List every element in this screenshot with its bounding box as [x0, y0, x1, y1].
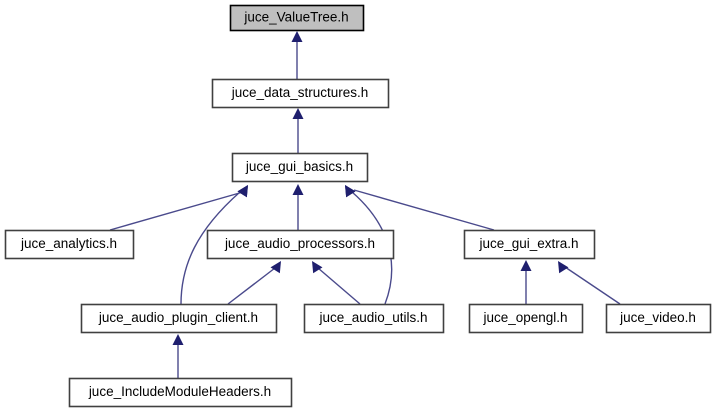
node-label: juce_analytics.h: [20, 236, 117, 251]
node-box[interactable]: [206, 229, 395, 260]
arrowhead-icon: [292, 108, 304, 119]
edge-line: [353, 189, 495, 231]
edge-gui_extra-to-gui_basics: [345, 185, 495, 231]
arrowhead-icon: [558, 261, 569, 274]
edge-audio_plugin_client-to-gui_basics: [180, 185, 248, 305]
node-box[interactable]: [4, 229, 135, 260]
edges-layer: [109, 31, 621, 378]
edge-line: [180, 191, 241, 305]
node-label: juce_ValueTree.h: [243, 10, 348, 25]
arrowhead-icon: [237, 185, 248, 198]
node-label: juce_gui_basics.h: [245, 159, 353, 174]
node-opengl[interactable]: juce_opengl.h: [468, 303, 584, 334]
node-value_tree[interactable]: juce_ValueTree.h: [229, 4, 365, 32]
node-box[interactable]: [68, 377, 293, 408]
node-label: juce_video.h: [619, 310, 696, 325]
edge-line: [564, 266, 621, 305]
nodes-layer: juce_ValueTree.h juce_data_structures.hju…: [4, 4, 712, 408]
node-label: juce_audio_plugin_client.h: [98, 310, 258, 325]
arrowhead-icon: [520, 260, 532, 271]
node-include_module_headers[interactable]: juce_IncludeModuleHeaders.h: [68, 377, 293, 408]
edge-line: [317, 267, 361, 305]
node-label: juce_audio_utils.h: [318, 310, 427, 325]
node-video[interactable]: juce_video.h: [605, 303, 712, 334]
node-gui_extra[interactable]: juce_gui_extra.h: [463, 229, 596, 260]
edge-audio_plugin_client-to-audio_processors: [227, 261, 281, 305]
node-label: juce_gui_extra.h: [478, 236, 578, 251]
node-label: juce_audio_processors.h: [224, 236, 375, 251]
node-label: juce_IncludeModuleHeaders.h: [88, 384, 271, 399]
node-box[interactable]: [229, 4, 365, 32]
edge-data_structures-to-value_tree: [291, 31, 303, 79]
node-label: juce_opengl.h: [482, 310, 567, 325]
edge-audio_utils-to-audio_processors: [312, 261, 361, 305]
edge-line: [227, 267, 276, 305]
node-box[interactable]: [303, 303, 445, 334]
node-data_structures[interactable]: juce_data_structures.h: [211, 78, 390, 109]
edge-video-to-gui_extra: [558, 261, 621, 305]
node-box[interactable]: [468, 303, 584, 334]
node-audio_plugin_client[interactable]: juce_audio_plugin_client.h: [80, 303, 278, 334]
node-label: juce_data_structures.h: [231, 85, 369, 100]
arrowhead-icon: [292, 184, 304, 195]
arrowhead-icon: [312, 261, 323, 274]
node-gui_basics[interactable]: juce_gui_basics.h: [231, 152, 369, 183]
edge-analytics-to-gui_basics: [109, 185, 248, 231]
node-analytics[interactable]: juce_analytics.h: [4, 229, 135, 260]
node-box[interactable]: [605, 303, 712, 334]
edge-include_module_headers-to-audio_plugin_client: [172, 334, 184, 378]
arrowhead-icon: [345, 185, 356, 198]
node-audio_processors[interactable]: juce_audio_processors.h: [206, 229, 395, 260]
arrowhead-icon: [270, 261, 281, 274]
node-box[interactable]: [211, 78, 390, 109]
edge-gui_basics-to-data_structures: [292, 108, 304, 153]
edge-audio_processors-to-gui_basics: [292, 184, 304, 230]
node-box[interactable]: [463, 229, 596, 260]
node-box[interactable]: [231, 152, 369, 183]
edge-line: [109, 191, 244, 231]
arrowhead-icon: [291, 31, 303, 42]
edge-opengl-to-gui_extra: [520, 260, 532, 304]
node-box[interactable]: [80, 303, 278, 334]
node-audio_utils[interactable]: juce_audio_utils.h: [303, 303, 445, 334]
arrowhead-icon: [172, 334, 184, 345]
